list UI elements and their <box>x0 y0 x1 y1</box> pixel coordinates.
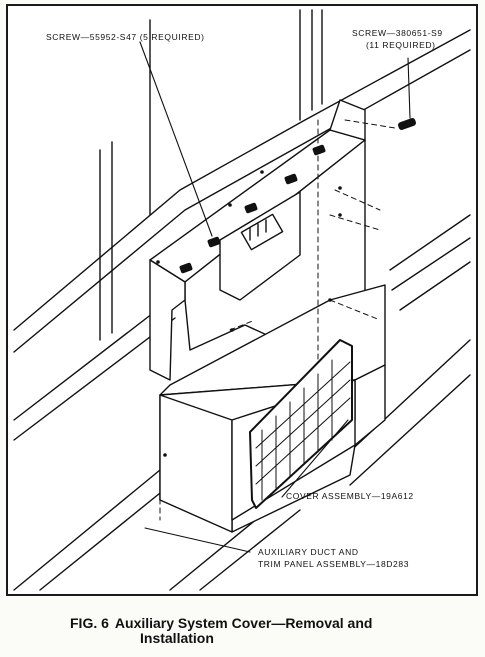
callout-screw-left: SCREW—55952-S47 (5 REQUIRED) <box>46 32 205 42</box>
auxiliary-duct-upper <box>149 99 366 381</box>
leader-lines <box>139 41 411 553</box>
screw-icon <box>398 118 416 130</box>
screw-hole-markers <box>156 170 342 457</box>
callout-cover-assembly: COVER ASSEMBLY—19A612 <box>286 491 414 501</box>
figure-caption: FIG. 6 Auxiliary System Cover—Removal and… <box>70 616 470 646</box>
screw-icon <box>312 144 326 156</box>
caption-title-line1: Auxiliary System Cover—Removal and <box>114 615 373 631</box>
caption-title-line2: Installation <box>140 630 214 646</box>
screw-icon <box>207 236 221 248</box>
callout-aux-duct-line1: AUXILIARY DUCT AND <box>258 547 359 557</box>
cover-grille <box>249 339 353 509</box>
callout-screw-right-line1: SCREW—380651-S9 <box>352 28 443 38</box>
screw-icon <box>284 173 298 185</box>
screw-icon <box>244 202 258 214</box>
figure-number: FIG. 6 <box>70 615 109 631</box>
callout-aux-duct-line2: TRIM PANEL ASSEMBLY—18D283 <box>258 559 410 569</box>
alignment-lines <box>159 119 396 521</box>
callout-screw-right-line2: (11 REQUIRED) <box>366 40 436 50</box>
screw-icon <box>179 262 193 274</box>
screw-group <box>179 118 416 274</box>
